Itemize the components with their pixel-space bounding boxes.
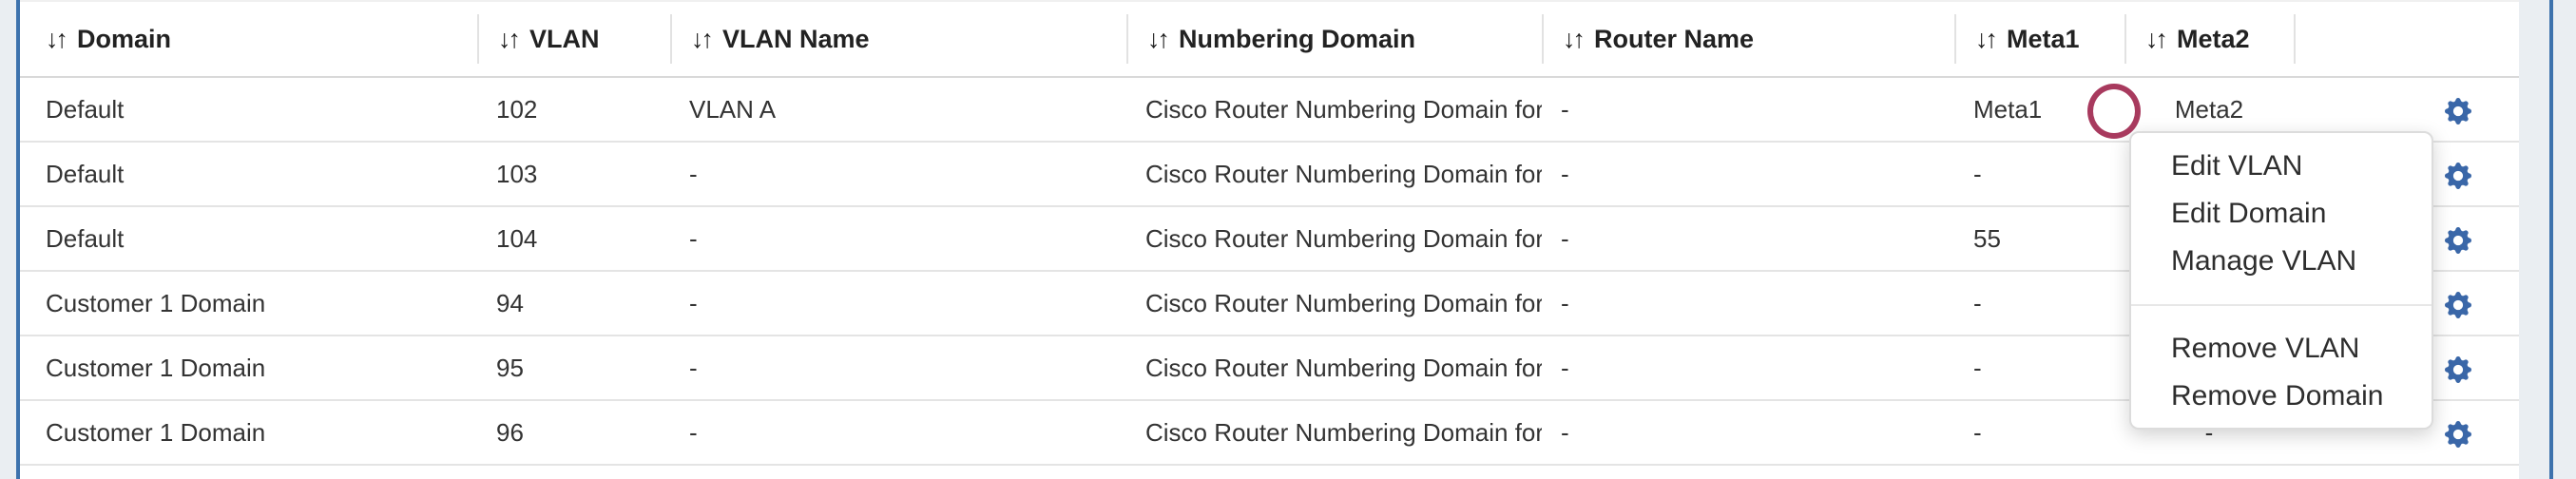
column-header-actions	[2294, 2, 2519, 78]
column-header-label: Meta1	[2007, 24, 2080, 53]
menu-item-remove-vlan[interactable]: Remove VLAN	[2171, 333, 2360, 364]
menu-item-remove-domain[interactable]: Remove Domain	[2171, 380, 2384, 412]
table-row: Customer 1 Domain 94 - Cisco Router Numb…	[20, 271, 2519, 336]
cell-numbering-domain: Cisco Router Numbering Domain for …	[1126, 206, 1542, 272]
cell-numbering-domain: Cisco Router Numbering Domain for …	[1126, 271, 1542, 336]
column-header-meta2[interactable]: ↓↑ Meta2	[2124, 2, 2294, 78]
column-header-label: VLAN Name	[722, 24, 870, 53]
gear-icon	[2445, 291, 2471, 321]
column-header-label: VLAN	[529, 24, 600, 53]
cell-vlan: 104	[477, 206, 670, 272]
gear-icon	[2445, 162, 2471, 192]
gear-icon	[2445, 97, 2471, 127]
menu-item-manage-vlan[interactable]: Manage VLAN	[2171, 245, 2357, 277]
cell-vlan: 94	[477, 271, 670, 336]
table-header-row: ↓↑ Domain ↓↑ VLAN ↓↑ VLAN Name ↓↑ Numbering …	[20, 2, 2519, 78]
row-actions-gear-button[interactable]	[2445, 162, 2471, 192]
column-header-label: Meta2	[2177, 24, 2250, 53]
cell-domain: Customer 1 Domain	[20, 335, 477, 401]
cell-numbering-domain: Cisco Router Numbering Domain for …	[1126, 77, 1542, 143]
menu-item-edit-vlan[interactable]: Edit VLAN	[2171, 150, 2303, 182]
cell-vlan-name: -	[670, 142, 1126, 207]
row-actions-gear-button[interactable]	[2445, 226, 2471, 257]
cell-meta1: Meta1	[1954, 77, 2124, 143]
row-actions-gear-button[interactable]	[2445, 291, 2471, 321]
sort-icon: ↓↑	[691, 24, 714, 53]
cell-vlan: 102	[477, 77, 670, 143]
focus-border-left	[16, 0, 20, 479]
focus-border-right	[2549, 0, 2553, 479]
cell-meta1: -	[1954, 142, 2124, 207]
column-header-label: Router Name	[1594, 24, 1755, 53]
row-actions-gear-button[interactable]	[2445, 355, 2471, 386]
row-actions-gear-button[interactable]	[2445, 420, 2471, 450]
vlan-table-panel: ↓↑ Domain ↓↑ VLAN ↓↑ VLAN Name ↓↑ Numbering …	[20, 0, 2519, 479]
cell-vlan-name: -	[670, 400, 1126, 466]
cell-numbering-domain: Cisco Router Numbering Domain for …	[1126, 335, 1542, 401]
cell-domain: Default	[20, 77, 477, 143]
cell-meta1: 55	[1954, 206, 2124, 272]
cell-meta1: -	[1954, 271, 2124, 336]
cell-router-name: -	[1542, 400, 1954, 466]
table-row: Default 103 - Cisco Router Numbering Dom…	[20, 142, 2519, 207]
sort-icon: ↓↑	[2145, 24, 2168, 53]
cell-domain: Customer 1 Domain	[20, 400, 477, 466]
menu-item-edit-domain[interactable]: Edit Domain	[2171, 198, 2327, 229]
column-header-meta1[interactable]: ↓↑ Meta1	[1954, 2, 2124, 78]
table-row: Default 102 VLAN A Cisco Router Numberin…	[20, 77, 2519, 143]
sort-icon: ↓↑	[1147, 24, 1170, 53]
column-header-vlan[interactable]: ↓↑ VLAN	[477, 2, 670, 78]
cell-router-name: -	[1542, 77, 1954, 143]
cell-vlan-name: VLAN A	[670, 77, 1126, 143]
sort-icon: ↓↑	[1975, 24, 1998, 53]
gear-icon	[2445, 226, 2471, 257]
cell-vlan: 95	[477, 335, 670, 401]
cell-domain: Default	[20, 206, 477, 272]
cell-meta1: -	[1954, 400, 2124, 466]
cell-domain: Default	[20, 142, 477, 207]
table-row: Customer 1 Domain 96 - Cisco Router Numb…	[20, 400, 2519, 466]
cell-router-name: -	[1542, 142, 1954, 207]
cell-router-name: -	[1542, 206, 1954, 272]
column-header-label: Numbering Domain	[1179, 24, 1416, 53]
column-header-router-name[interactable]: ↓↑ Router Name	[1542, 2, 1954, 78]
cell-vlan-name: -	[670, 335, 1126, 401]
column-header-label: Domain	[77, 24, 172, 53]
cell-domain: Customer 1 Domain	[20, 271, 477, 336]
cell-vlan-name: -	[670, 271, 1126, 336]
row-actions-context-menu: Edit VLAN Edit Domain Manage VLAN Remove…	[2129, 131, 2433, 430]
column-header-domain[interactable]: ↓↑ Domain	[20, 2, 477, 78]
sort-icon: ↓↑	[1563, 24, 1586, 53]
sort-icon: ↓↑	[498, 24, 521, 53]
cell-router-name: -	[1542, 335, 1954, 401]
sort-icon: ↓↑	[46, 24, 68, 53]
cell-router-name: -	[1542, 271, 1954, 336]
cell-vlan: 96	[477, 400, 670, 466]
cell-numbering-domain: Cisco Router Numbering Domain for …	[1126, 142, 1542, 207]
gear-icon	[2445, 355, 2471, 386]
column-header-numbering-domain[interactable]: ↓↑ Numbering Domain	[1126, 2, 1542, 78]
gear-icon	[2445, 420, 2471, 450]
cell-vlan-name: -	[670, 206, 1126, 272]
cell-meta1: -	[1954, 335, 2124, 401]
cell-vlan: 103	[477, 142, 670, 207]
row-actions-gear-button[interactable]	[2445, 97, 2471, 127]
cell-numbering-domain: Cisco Router Numbering Domain for …	[1126, 400, 1542, 466]
vlan-table: ↓↑ Domain ↓↑ VLAN ↓↑ VLAN Name ↓↑ Numbering …	[20, 2, 2519, 466]
menu-divider	[2131, 304, 2432, 306]
column-header-vlan-name[interactable]: ↓↑ VLAN Name	[670, 2, 1126, 78]
